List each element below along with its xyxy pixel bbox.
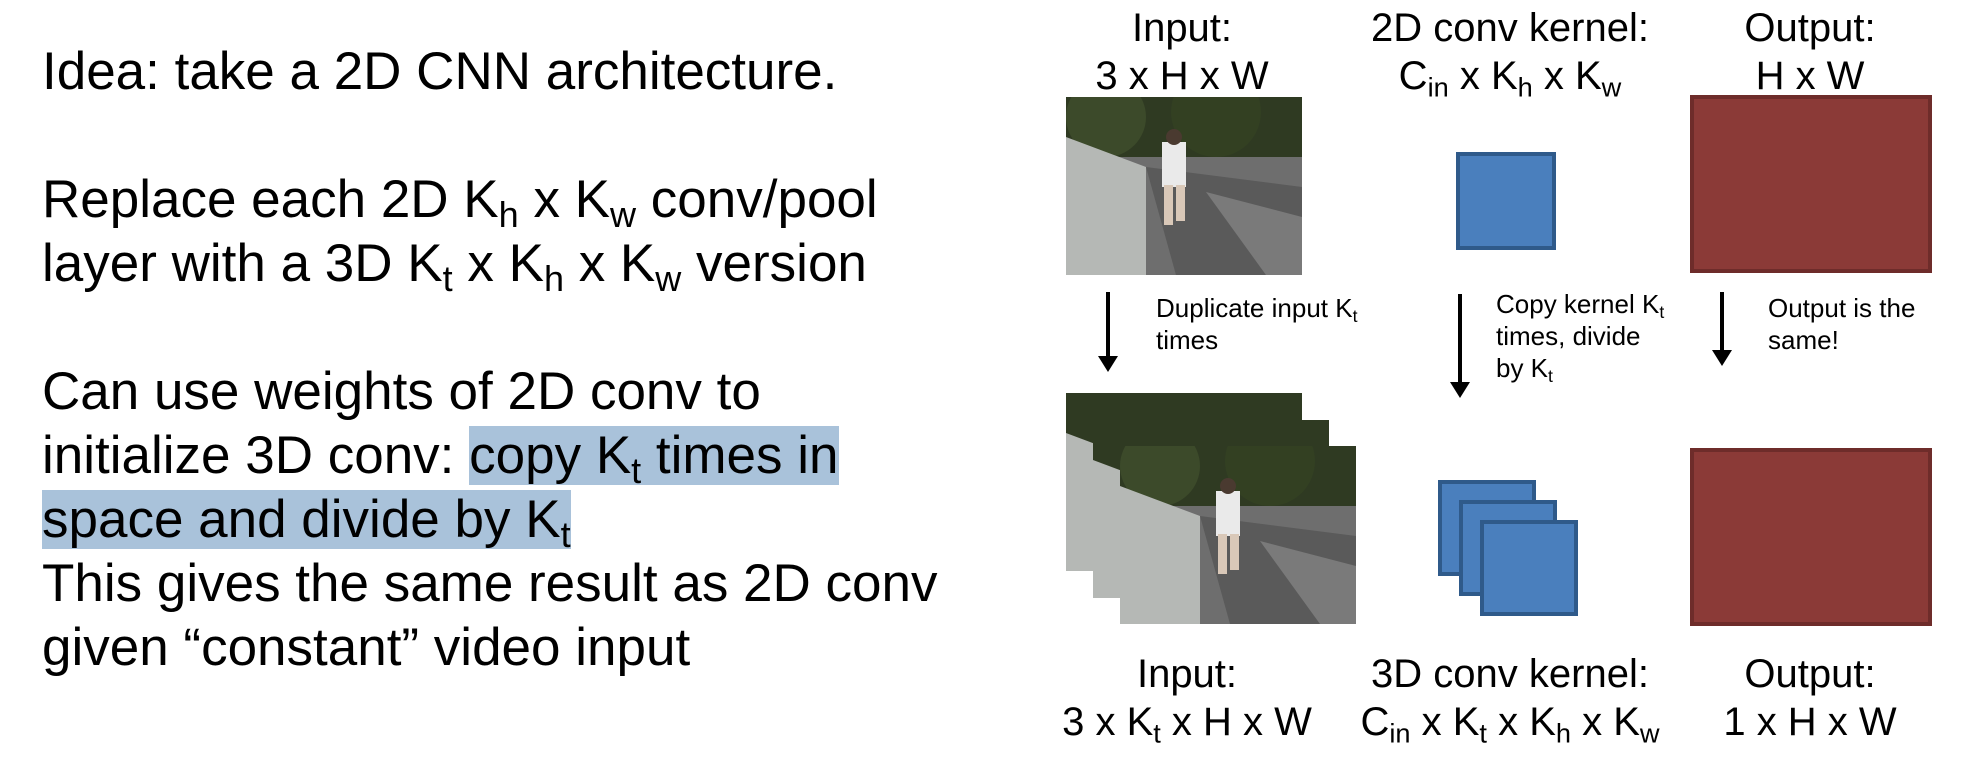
output-same-note: Output is the same!	[1768, 293, 1916, 355]
bottom-kernel-label: 3D conv kernel: Cin x Kt x Kh x Kw	[1360, 652, 1660, 749]
arrow-down-icon	[1450, 294, 1470, 398]
top-kernel-label: 2D conv kernel: Cin x Kh x Kw	[1371, 6, 1649, 103]
idea-text: Idea: take a 2D CNN architecture.	[42, 42, 838, 101]
weights-text: Can use weights of 2D conv to initialize…	[42, 362, 938, 677]
bottom-input-label: Input: 3 x Kt x H x W	[1062, 652, 1312, 749]
input-frame-image	[1066, 97, 1302, 275]
top-input-label: Input: 3 x H x W	[1095, 6, 1269, 98]
highlight-text: copy Kt times in	[469, 426, 839, 492]
highlight-text: space and divide by Kt	[42, 490, 571, 556]
bottom-output-label: Output: 1 x H x W	[1723, 652, 1897, 744]
replace-text: Replace each 2D Kh x Kw conv/pool layer …	[42, 170, 878, 300]
3d-conv-kernel-slice-3	[1480, 520, 1578, 616]
arrow-down-icon	[1712, 292, 1732, 366]
copy-kernel-note: Copy kernel Kt times, divide by Kt	[1496, 289, 1665, 386]
3d-output-block	[1690, 448, 1932, 626]
duplicate-input-note: Duplicate input Kt times	[1156, 293, 1358, 355]
2d-conv-kernel	[1456, 152, 1556, 250]
input-frame-stack-3	[1120, 446, 1356, 624]
2d-output-block	[1690, 95, 1932, 273]
arrow-down-icon	[1098, 292, 1118, 372]
top-output-label: Output: H x W	[1744, 6, 1876, 98]
